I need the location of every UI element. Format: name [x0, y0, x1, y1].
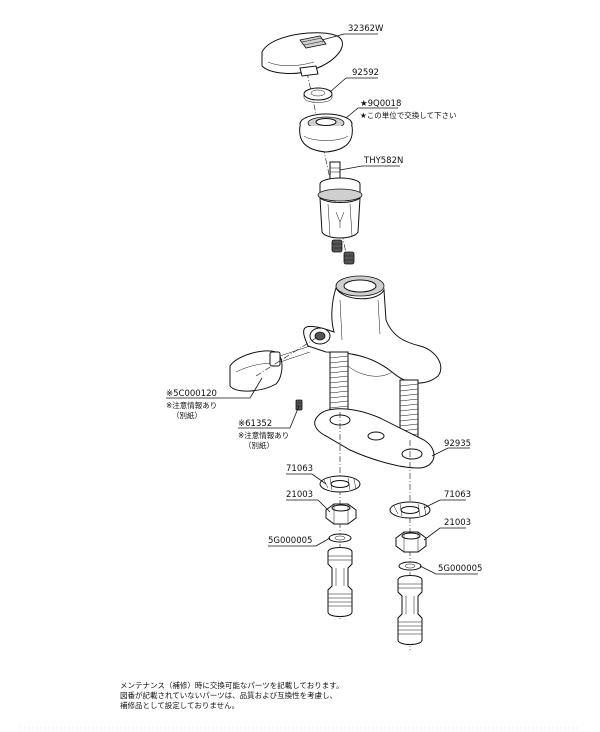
label-cap-note: ★この単位で交換して下さい	[360, 110, 457, 120]
label-screw-note2: （別紙）	[244, 440, 274, 450]
label-packing-left: 5G000005	[268, 536, 312, 546]
faucet-body-part	[303, 275, 442, 384]
label-packing-right: 5G000005	[438, 564, 482, 574]
spout-part	[229, 337, 317, 392]
nut-left-part	[325, 503, 357, 525]
label-screw-note1: ※注意情報あり	[238, 430, 289, 440]
label-screw: ※61352	[238, 419, 272, 429]
label-washer-right: 71063	[444, 490, 471, 500]
connector-left-part	[327, 547, 353, 617]
washer-right-part	[389, 501, 431, 519]
label-washer-left: 71063	[286, 464, 313, 474]
label-ring: 92592	[352, 68, 379, 78]
label-handle: 32362W	[348, 24, 384, 34]
washer-left-part	[319, 475, 361, 493]
label-plate: 92935	[444, 439, 471, 449]
leader-lines	[166, 33, 478, 575]
cartridge-part	[317, 161, 363, 239]
label-spout-note1: ※注意情報あり	[166, 400, 217, 410]
packing-left-part	[328, 533, 352, 543]
footer-line-2: 図番が記載されていないパーツは、品質および互換性を考慮し、	[120, 690, 337, 700]
connector-right-part	[397, 575, 423, 645]
cartridge-seal-left	[331, 239, 343, 253]
footer-line-1: メンテナンス（補修）時に交換可能なパーツを記載しております。	[120, 680, 344, 690]
label-spout-note2: （別紙）	[172, 410, 202, 420]
ring-part	[303, 87, 333, 103]
footer-line-3: 補修品として設定しておりません。	[120, 700, 239, 710]
nut-right-part	[395, 531, 427, 553]
label-nut-left: 21003	[286, 490, 313, 500]
label-nut-right: 21003	[444, 518, 471, 528]
cartridge-seal-right	[343, 251, 355, 265]
inlet-pipe-left	[329, 351, 349, 413]
handle-lever-part	[261, 32, 343, 77]
label-cap: ★9Q0018	[360, 99, 401, 109]
screw-part	[295, 399, 303, 411]
packing-right-part	[398, 561, 422, 571]
cap-part	[299, 113, 353, 153]
label-spout: ※5C000120	[166, 389, 217, 399]
label-cartridge: THY582N	[363, 156, 403, 166]
